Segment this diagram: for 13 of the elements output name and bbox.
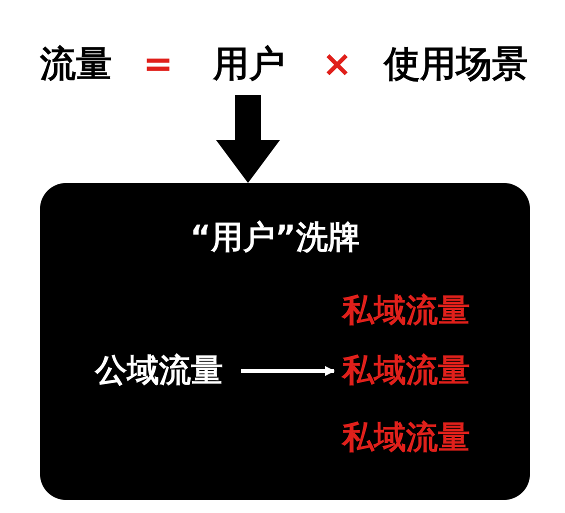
panel-title: “用户”洗牌 xyxy=(190,221,360,253)
formula-term: 用户 xyxy=(213,47,285,83)
multiply-sign: × xyxy=(322,47,352,83)
equals-sign: = xyxy=(143,47,174,83)
text-label: 私域流量 xyxy=(342,291,484,329)
formula-term: 流量 xyxy=(40,47,112,83)
text-label: 私域流量 xyxy=(342,418,484,456)
rounded-panel xyxy=(40,183,530,500)
arrow xyxy=(216,95,280,183)
text-label: 公域流量 xyxy=(95,351,235,389)
formula-term: 使用场景 xyxy=(384,47,528,83)
arrow xyxy=(241,366,335,376)
text-label: 私域流量 xyxy=(342,351,484,389)
